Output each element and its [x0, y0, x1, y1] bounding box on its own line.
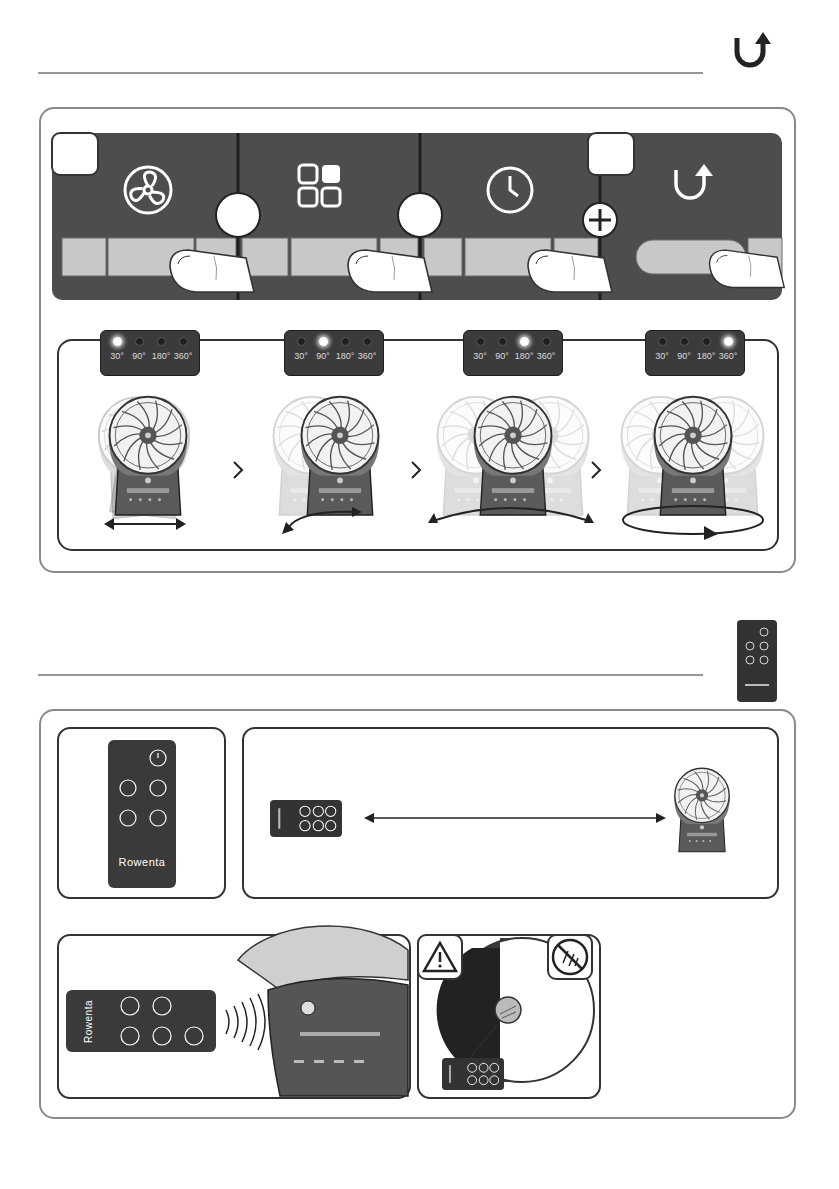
- angle-label: 360°: [537, 351, 556, 362]
- angle-label-row: 30° 90° 180°360°: [651, 346, 739, 362]
- led-dot: [157, 337, 166, 346]
- angle-label: 90°: [495, 351, 509, 362]
- led-dot: [658, 337, 667, 346]
- led-dot: [724, 337, 733, 346]
- led-dot: [135, 337, 144, 346]
- led-dot: [498, 337, 507, 346]
- angle-label: 360°: [358, 351, 377, 362]
- angle-label: 90°: [677, 351, 691, 362]
- led-dot: [297, 337, 306, 346]
- angle-label: 30°: [110, 351, 124, 362]
- brand-logo-text: Rowenta: [82, 1000, 95, 1043]
- angle-label: 90°: [316, 351, 330, 362]
- angle-label: 30°: [294, 351, 308, 362]
- angle-label: 30°: [655, 351, 669, 362]
- angle-label: 90°: [132, 351, 146, 362]
- led-dot: [341, 337, 350, 346]
- led-dot: [702, 337, 711, 346]
- led-dot: [363, 337, 372, 346]
- led-dot: [319, 337, 328, 346]
- angle-label: 180°: [152, 351, 171, 362]
- angle-label: 180°: [336, 351, 355, 362]
- led-dot-row: [106, 337, 194, 346]
- angle-label: 180°: [515, 351, 534, 362]
- led-dot: [680, 337, 689, 346]
- led-dot-row: [290, 337, 378, 346]
- angle-label: 360°: [174, 351, 193, 362]
- led-dot-row: [469, 337, 557, 346]
- led-indicator-panel: 30° 90° 180°360°: [645, 330, 745, 376]
- led-dot: [113, 337, 122, 346]
- angle-label: 30°: [473, 351, 487, 362]
- led-dot: [476, 337, 485, 346]
- led-dot: [179, 337, 188, 346]
- angle-label-row: 30° 90° 180°360°: [106, 346, 194, 362]
- led-indicator-panel: 30° 90° 180°360°: [100, 330, 200, 376]
- angle-label: 180°: [697, 351, 716, 362]
- angle-label-row: 30° 90° 180°360°: [469, 346, 557, 362]
- led-dot: [542, 337, 551, 346]
- led-indicator-panel: 30° 90° 180°360°: [284, 330, 384, 376]
- brand-logo-text: Rowenta: [119, 856, 166, 869]
- angle-label-row: 30° 90° 180°360°: [290, 346, 378, 362]
- led-indicator-panel: 30° 90° 180°360°: [463, 330, 563, 376]
- led-dot-row: [651, 337, 739, 346]
- led-dot: [520, 337, 529, 346]
- angle-label: 360°: [719, 351, 738, 362]
